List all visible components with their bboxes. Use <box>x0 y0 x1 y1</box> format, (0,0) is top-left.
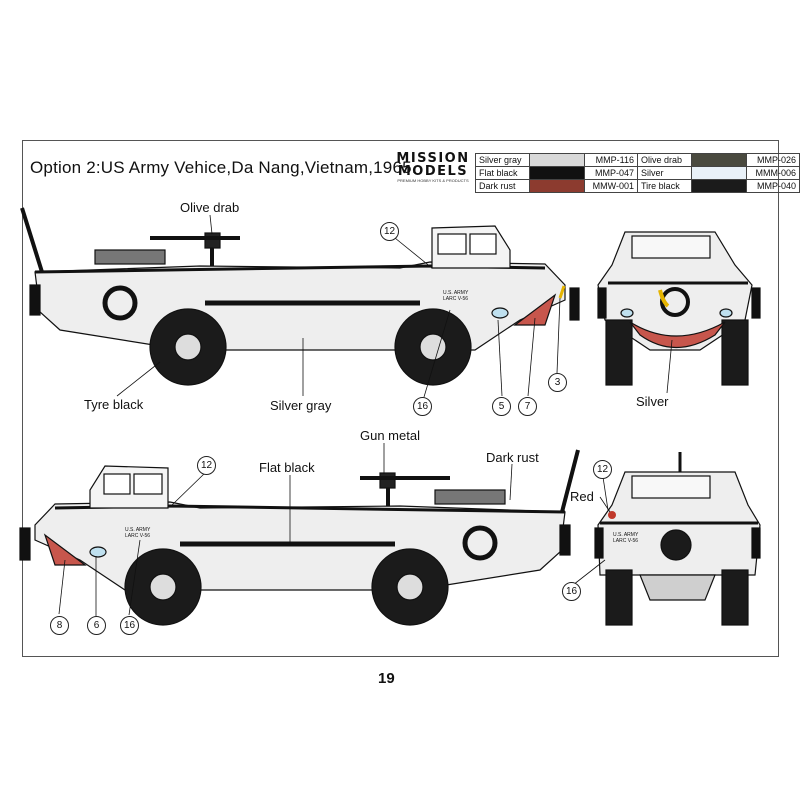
front-wheel-right <box>721 319 749 386</box>
label-silver-gray: Silver gray <box>270 398 332 413</box>
machine-gun <box>150 232 240 266</box>
callout-16: 16 <box>562 582 581 601</box>
logo-line-1: MISSION <box>396 151 470 166</box>
color-swatch <box>690 153 748 167</box>
leader-lines <box>58 214 673 616</box>
callout-16: 16 <box>120 616 139 635</box>
life-ring <box>462 525 498 561</box>
palette-row: Dark rust MMW-001 Tire black MMP-040 <box>475 179 800 193</box>
hull-marking: U.S. ARMY LARC V-56 <box>613 532 638 544</box>
front-view <box>597 231 761 386</box>
callout-8: 8 <box>50 616 69 635</box>
machine-gun <box>360 472 450 506</box>
label-tyre-black: Tyre black <box>84 397 144 412</box>
engine-grille <box>434 489 506 505</box>
color-palette-table: Silver gray MMP-116 Olive drab MMP-026 F… <box>475 153 800 193</box>
hull-marking: U.S. ARMY LARC V-56 <box>125 527 150 539</box>
callout-16: 16 <box>413 397 432 416</box>
red-light <box>608 511 616 519</box>
label-olive-drab: Olive drab <box>180 200 240 215</box>
callout-7: 7 <box>518 397 537 416</box>
shark-mouth <box>513 293 557 326</box>
color-code: MMW-001 <box>584 179 639 193</box>
brand-logo: MISSION MODELS PREMIUM HOBBY KITS & PROD… <box>392 152 474 184</box>
life-ring <box>102 285 138 321</box>
propeller-housing <box>639 574 716 601</box>
shark-mouth <box>43 533 87 566</box>
side-view-left <box>20 207 580 386</box>
rear-wheel-right <box>721 569 749 626</box>
antenna <box>20 207 44 273</box>
hull-marking-line-1: U.S. ARMY <box>125 527 151 533</box>
label-gun-metal: Gun metal <box>360 428 420 443</box>
color-code: MMP-040 <box>746 179 800 193</box>
yellow-marker <box>558 285 566 299</box>
spare-tire <box>660 529 692 561</box>
page-title: Option 2:US Army Vehice,Da Nang,Vietnam,… <box>30 158 417 177</box>
label-flat-black: Flat black <box>259 460 315 475</box>
color-swatch <box>528 166 586 180</box>
palette-row: Flat black MMP-047 Silver MMM-006 <box>475 166 800 180</box>
callout-12: 12 <box>593 460 612 479</box>
cab-window <box>437 233 467 255</box>
color-swatch <box>528 153 586 167</box>
shark-eye <box>491 307 509 319</box>
label-dark-rust: Dark rust <box>486 450 539 465</box>
label-silver: Silver <box>636 394 669 409</box>
front-wheel-left <box>605 319 633 386</box>
callout-6: 6 <box>87 616 106 635</box>
rear-wheel-left <box>605 569 633 626</box>
hull-marking-line-2: LARC V-56 <box>613 538 639 544</box>
front-life-ring <box>660 287 690 317</box>
antenna <box>560 449 580 513</box>
shark-eye <box>89 546 107 558</box>
page-number: 19 <box>378 670 395 687</box>
hull-marking-line-1: U.S. ARMY <box>613 532 639 538</box>
hull-marking-line-1: U.S. ARMY <box>443 290 469 296</box>
hull-body <box>34 261 566 351</box>
side-view-right <box>19 449 580 626</box>
logo-line-2: MODELS <box>397 164 469 179</box>
callout-3: 3 <box>548 373 567 392</box>
color-swatch <box>690 179 748 193</box>
label-red: Red <box>570 489 594 504</box>
callout-5: 5 <box>492 397 511 416</box>
logo-tagline: PREMIUM HOBBY KITS & PRODUCTS <box>397 178 469 183</box>
front-shark-mouth <box>629 321 726 349</box>
callout-12: 12 <box>197 456 216 475</box>
hull-marking-line-2: LARC V-56 <box>443 296 469 302</box>
rear-view <box>594 452 761 626</box>
callout-12: 12 <box>380 222 399 241</box>
cab-window <box>469 233 497 255</box>
hull-marking: U.S. ARMY LARC V-56 <box>443 290 468 302</box>
engine-grille <box>94 249 166 265</box>
front-windshield <box>631 235 711 259</box>
palette-row: Silver gray MMP-116 Olive drab MMP-026 <box>475 153 800 167</box>
hull-marking-line-2: LARC V-56 <box>125 533 151 539</box>
color-swatch <box>528 179 586 193</box>
